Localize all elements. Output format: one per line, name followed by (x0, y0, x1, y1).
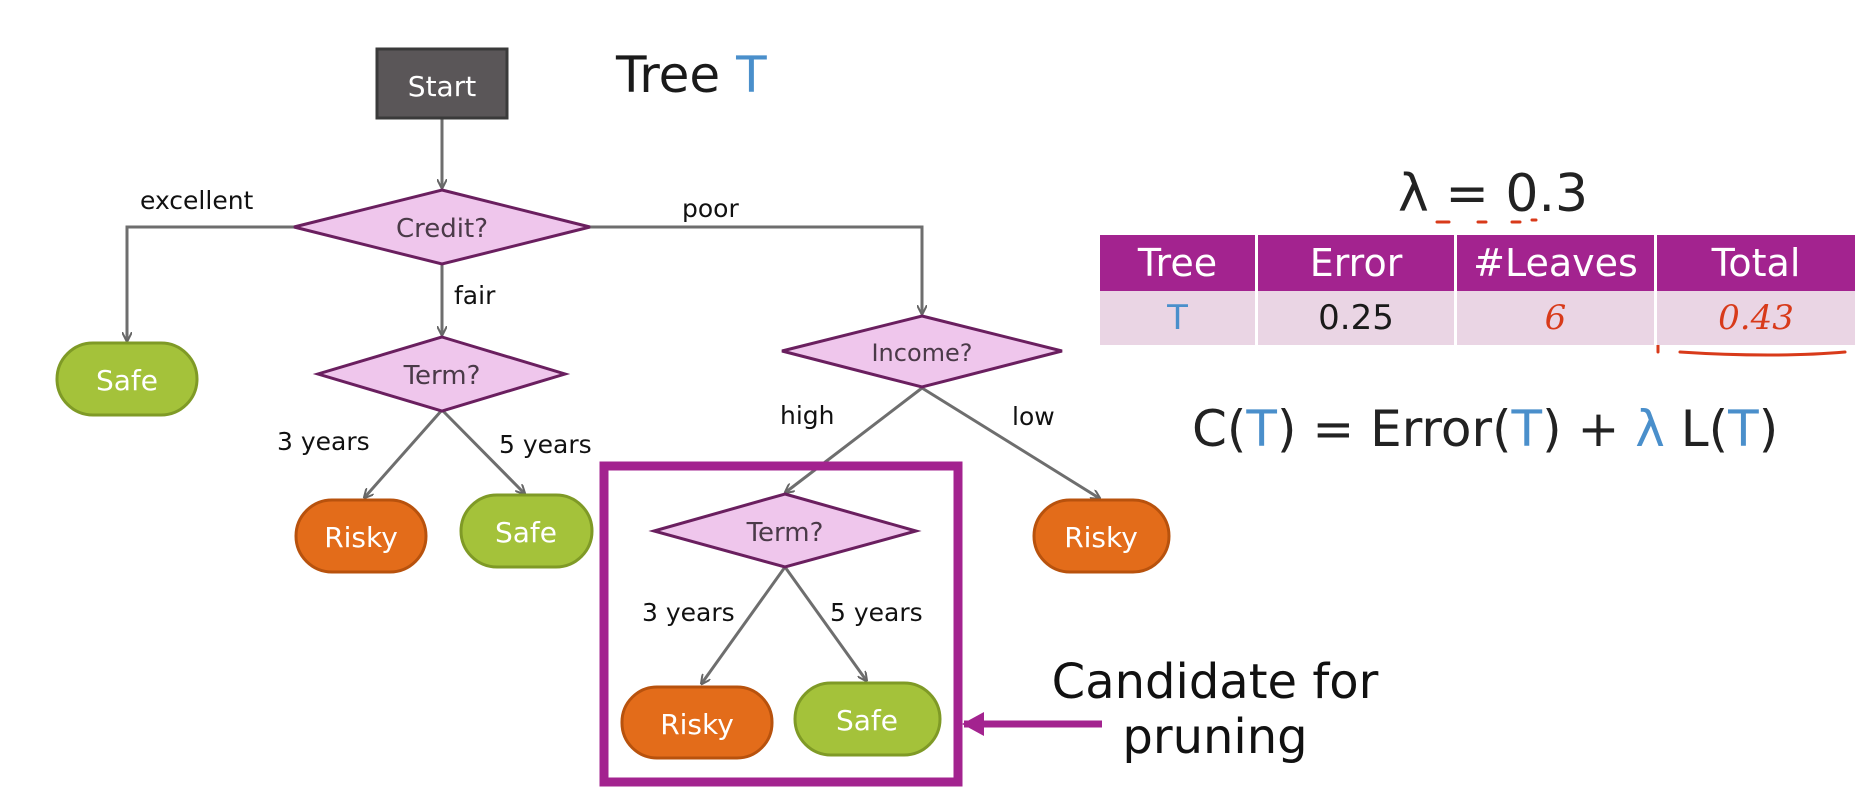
start-node (375, 47, 509, 120)
risky-leaf-low-label: Risky (1064, 521, 1138, 554)
safe-leaf-excellent (55, 341, 199, 417)
safe-leaf-excellent-label: Safe (96, 364, 158, 397)
edge-label-fair: fair (454, 281, 496, 310)
pruning-callout-line1: Candidate for (1051, 654, 1379, 710)
lambda-underline-marks (1435, 218, 1538, 224)
edge-label-high: high (780, 401, 835, 430)
edge-label-5years-left: 5 years (499, 430, 592, 459)
risky-leaf-low (1032, 498, 1171, 574)
formula-c: C( (1192, 400, 1247, 458)
income-decision-label: Income? (871, 339, 972, 367)
cost-table: Tree Error #Leaves Total T 0.25 6 0.43 (1100, 235, 1855, 345)
lambda-value-line: λ = 0.3 (1398, 168, 1588, 220)
edge-credit-excellent (127, 225, 294, 340)
lambda-equals: = (1445, 164, 1489, 224)
cell-tree: T (1100, 291, 1258, 345)
tree-title: Tree T (616, 50, 767, 100)
formula-l: L( (1664, 400, 1729, 458)
header-leaves: #Leaves (1455, 235, 1657, 291)
lambda-symbol: λ (1398, 164, 1429, 224)
edge-term-5years (440, 408, 524, 493)
formula-t2: T (1511, 400, 1543, 458)
safe-leaf-5years-left (459, 493, 594, 569)
lambda-value: 0.3 (1505, 164, 1589, 224)
cell-leaves: 6 (1455, 291, 1657, 345)
formula-lambda: λ (1635, 400, 1665, 458)
formula-plus: ) + (1542, 400, 1636, 458)
tree-title-prefix: Tree (616, 46, 721, 104)
start-node-label: Start (408, 70, 476, 103)
total-underline (1678, 350, 1847, 357)
header-error: Error (1256, 235, 1457, 291)
risky-leaf-3years-left-label: Risky (324, 521, 398, 554)
risky-leaf-3years-right-label: Risky (660, 708, 734, 741)
cost-table-header-row: Tree Error #Leaves Total (1100, 235, 1855, 291)
formula-close: ) (1758, 400, 1779, 458)
header-tree: Tree (1100, 235, 1258, 291)
term-decision-label-right: Term? (746, 518, 824, 548)
term-decision-node-right (648, 492, 922, 569)
header-total: Total (1655, 235, 1855, 291)
edge-income-high (786, 386, 923, 492)
edge-income-low (921, 386, 1099, 498)
edge-label-3years-right: 3 years (642, 598, 735, 627)
safe-leaf-5years-right (793, 681, 942, 757)
pruning-callout-line2: pruning (1122, 709, 1308, 766)
pruning-candidate-box (599, 461, 963, 787)
edge-term-3years (365, 409, 444, 497)
safe-leaf-5years-right-label: Safe (836, 704, 898, 737)
risky-leaf-3years-left (294, 498, 428, 574)
safe-leaf-5years-left-label: Safe (495, 516, 557, 549)
edge-label-5years-right: 5 years (830, 598, 923, 627)
term-decision-node-left (312, 335, 571, 413)
edge-label-poor: poor (682, 194, 739, 223)
credit-decision-node (293, 188, 591, 266)
cell-total: 0.43 (1655, 291, 1855, 345)
pruning-callout: Candidate for pruning (1040, 654, 1390, 766)
cell-error: 0.25 (1256, 291, 1457, 345)
edge-subtree-5years (783, 566, 866, 680)
table-row: T 0.25 6 0.43 (1100, 291, 1855, 345)
edge-subtree-3years (702, 566, 787, 683)
formula-t1: T (1246, 400, 1277, 458)
edge-label-excellent: excellent (140, 186, 254, 215)
risky-leaf-3years-right (620, 685, 774, 760)
formula-eq: ) = Error( (1276, 400, 1512, 458)
formula-t3: T (1728, 400, 1759, 458)
income-decision-node (781, 314, 1063, 389)
term-decision-label-left: Term? (403, 361, 481, 391)
edge-credit-poor (590, 225, 922, 313)
edge-label-low: low (1012, 402, 1055, 431)
credit-decision-label: Credit? (396, 214, 488, 244)
tree-title-accent: T (736, 46, 767, 104)
edge-label-3years-left: 3 years (277, 427, 370, 456)
cost-formula: C(T) = Error(T) + λ L(T) (1192, 404, 1778, 454)
